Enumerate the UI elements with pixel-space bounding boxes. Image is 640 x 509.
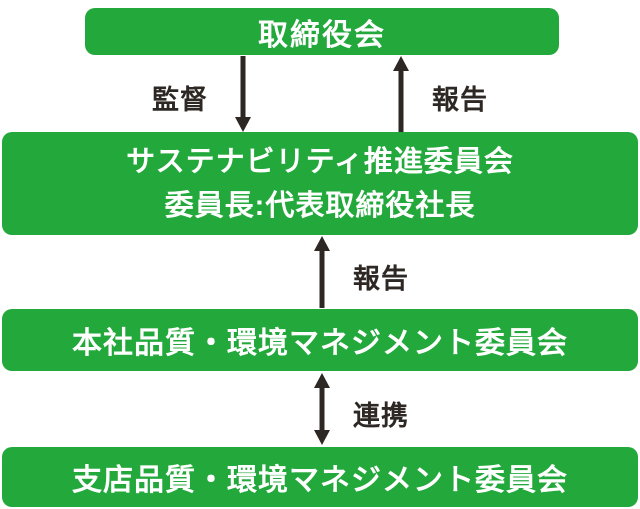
- node-hq-quality-env-committee: 本社品質・環境マネジメント委員会: [2, 309, 638, 371]
- node-sustainability-title: サステナビリティ推進委員会: [126, 145, 514, 178]
- arrow-stem: [398, 69, 404, 132]
- arrow-stem: [240, 56, 246, 119]
- edge-label-supervision: 監督: [152, 85, 208, 115]
- edge-label-cooperation: 連携: [353, 401, 409, 431]
- node-branch-quality-env-committee: 支店品質・環境マネジメント委員会: [2, 447, 638, 507]
- arrow-cooperation-bidirectional: [314, 373, 330, 445]
- arrow-head-up-icon: [314, 373, 330, 388]
- arrow-report-up-top: [393, 56, 409, 132]
- node-board-label: 取締役会: [258, 18, 386, 52]
- arrow-head-up-icon: [393, 56, 409, 71]
- arrow-stem: [319, 386, 325, 432]
- arrow-stem: [319, 249, 325, 308]
- node-branch-label: 支店品質・環境マネジメント委員会: [72, 464, 568, 497]
- arrow-supervision-down: [235, 56, 251, 132]
- node-board-of-directors: 取締役会: [85, 8, 559, 55]
- arrow-head-down-icon: [314, 430, 330, 445]
- edge-label-report-top: 報告: [432, 85, 488, 115]
- node-sustainability-committee: サステナビリティ推進委員会 委員長:代表取締役社長: [2, 132, 638, 235]
- edge-label-report-middle: 報告: [353, 264, 409, 294]
- arrow-report-up-middle: [314, 236, 330, 308]
- node-hq-label: 本社品質・環境マネジメント委員会: [72, 327, 568, 360]
- arrow-head-up-icon: [314, 236, 330, 251]
- arrow-head-down-icon: [235, 117, 251, 132]
- node-sustainability-chair: 委員長:代表取締役社長: [164, 189, 476, 222]
